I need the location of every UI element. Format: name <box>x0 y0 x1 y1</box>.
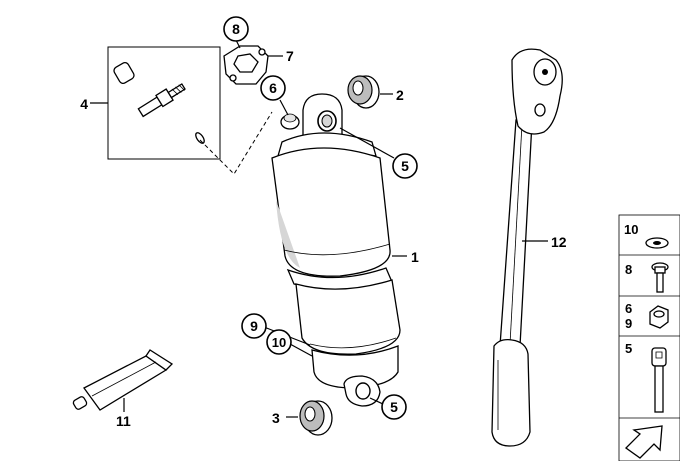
legend-label-9: 9 <box>625 316 632 331</box>
callout-2: 2 <box>396 87 404 103</box>
callout-7: 7 <box>286 48 294 64</box>
bushing-bottom <box>299 400 333 436</box>
air-spring-strut <box>271 93 401 407</box>
valve-connection-line <box>199 111 273 175</box>
legend-label-8: 8 <box>625 262 632 277</box>
legend-label-5: 5 <box>625 341 632 356</box>
bolt-icon <box>651 262 669 293</box>
callout-6: 6 <box>269 80 277 96</box>
callout-1: 1 <box>411 249 419 265</box>
valve-kit-group: 4 <box>80 46 221 160</box>
legend-label-10: 10 <box>624 222 638 237</box>
callout-3: 3 <box>272 410 280 426</box>
mounting-plate: 7 <box>223 45 294 85</box>
valve-body <box>137 83 186 118</box>
valve-cap <box>113 62 135 84</box>
callout-4: 4 <box>80 96 88 112</box>
grease-tube <box>72 349 174 411</box>
socket-bolt-icon <box>651 347 667 413</box>
legend-label-6: 6 <box>625 301 632 316</box>
bushing-top <box>347 75 380 109</box>
callout-9: 9 <box>250 318 258 334</box>
valve-o-ring <box>195 132 205 144</box>
callout-12: 12 <box>551 234 567 250</box>
callout-10: 10 <box>272 335 286 350</box>
callout-5-upper: 5 <box>401 158 409 174</box>
callout-11: 11 <box>116 413 131 429</box>
height-sensor <box>491 48 563 447</box>
direction-arrow-icon <box>624 425 663 459</box>
callout-5-lower: 5 <box>390 399 398 415</box>
nut-icon <box>649 305 669 329</box>
valve-nipple <box>280 113 300 130</box>
hardware-legend: 10 8 6 9 5 <box>618 214 680 461</box>
callout-8: 8 <box>232 21 240 37</box>
